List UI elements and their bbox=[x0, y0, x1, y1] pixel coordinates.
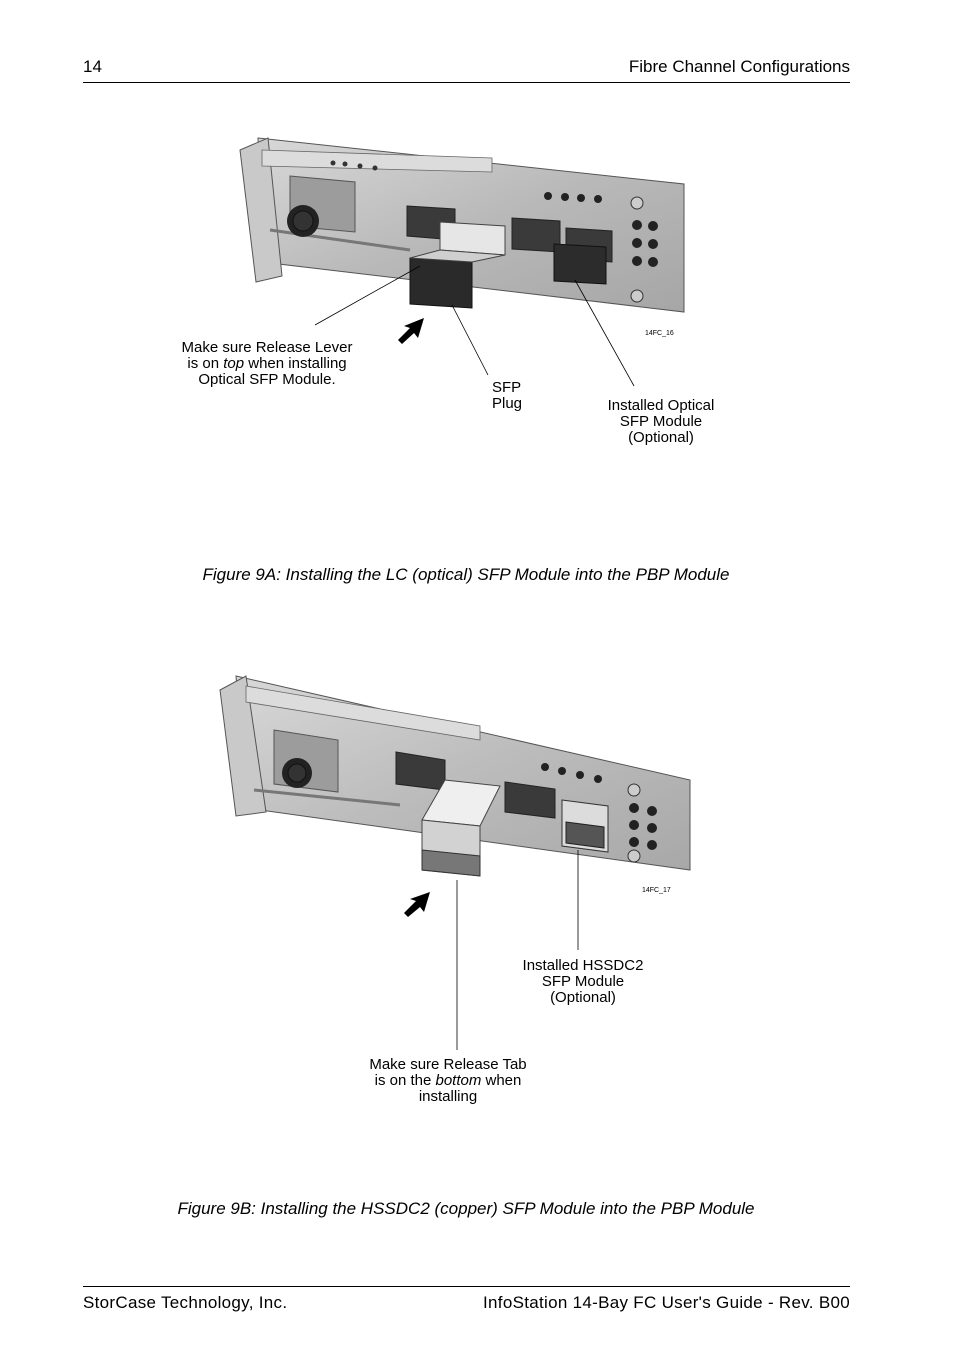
callout-installed-optical-line1: Installed Optical bbox=[607, 397, 715, 414]
callout-release-tab-line2: is on the bottom when bbox=[348, 1073, 548, 1089]
figure-9b-tag: 14FC_17 bbox=[642, 887, 671, 894]
footer-guide: InfoStation 14-Bay FC User's Guide - Rev… bbox=[483, 1293, 850, 1312]
figure-9b-caption: Figure 9B: Installing the HSSDC2 (copper… bbox=[177, 1199, 755, 1218]
callout-release-lever-line2-post: when installing bbox=[244, 355, 347, 372]
callout-release-tab-line2-post: when bbox=[481, 1072, 522, 1089]
callout-release-tab: Make sure Release Tab is on the bottom w… bbox=[348, 1057, 548, 1105]
callout-installed-hssdc2-line1: Installed HSSDC2 bbox=[522, 957, 644, 974]
callout-release-tab-line2-pre: is on the bbox=[374, 1072, 436, 1089]
callout-release-lever-line3: Optical SFP Module. bbox=[198, 371, 336, 388]
callout-release-tab-emphasis: bottom bbox=[435, 1072, 482, 1089]
callout-release-lever-emphasis: top bbox=[223, 355, 245, 372]
callout-release-lever: Make sure Release Lever is on top when i… bbox=[167, 340, 367, 388]
callout-installed-hssdc2-line2: SFP Module bbox=[541, 973, 625, 990]
callout-installed-optical-line2: SFP Module bbox=[619, 413, 703, 430]
footer-rule bbox=[83, 1286, 850, 1287]
footer-company: StorCase Technology, Inc. bbox=[83, 1293, 288, 1312]
callout-installed-hssdc2-line3: (Optional) bbox=[550, 989, 616, 1006]
callout-release-lever-line2: is on top when installing bbox=[167, 356, 367, 372]
callout-sfp-plug: SFP Plug bbox=[492, 380, 522, 412]
figure-9a-illustration bbox=[239, 137, 685, 387]
callout-release-tab-line1: Make sure Release Tab bbox=[369, 1056, 527, 1073]
callout-release-tab-line3: installing bbox=[418, 1088, 478, 1105]
callout-installed-optical-line3: (Optional) bbox=[628, 429, 694, 446]
section-title: Fibre Channel Configurations bbox=[628, 57, 850, 76]
callout-installed-hssdc2: Installed HSSDC2 SFP Module (Optional) bbox=[503, 958, 663, 1006]
page-number: 14 bbox=[83, 57, 102, 76]
callout-release-lever-line2-pre: is on bbox=[187, 355, 224, 372]
header-rule bbox=[83, 82, 850, 83]
figure-9a-tag: 14FC_16 bbox=[645, 330, 674, 337]
callout-installed-optical: Installed Optical SFP Module (Optional) bbox=[591, 398, 731, 446]
callout-sfp-plug-line1: SFP bbox=[492, 379, 522, 396]
callout-release-lever-line1: Make sure Release Lever bbox=[181, 339, 353, 356]
figure-9a-caption: Figure 9A: Installing the LC (optical) S… bbox=[202, 565, 730, 584]
callout-sfp-plug-line2: Plug bbox=[492, 395, 523, 412]
